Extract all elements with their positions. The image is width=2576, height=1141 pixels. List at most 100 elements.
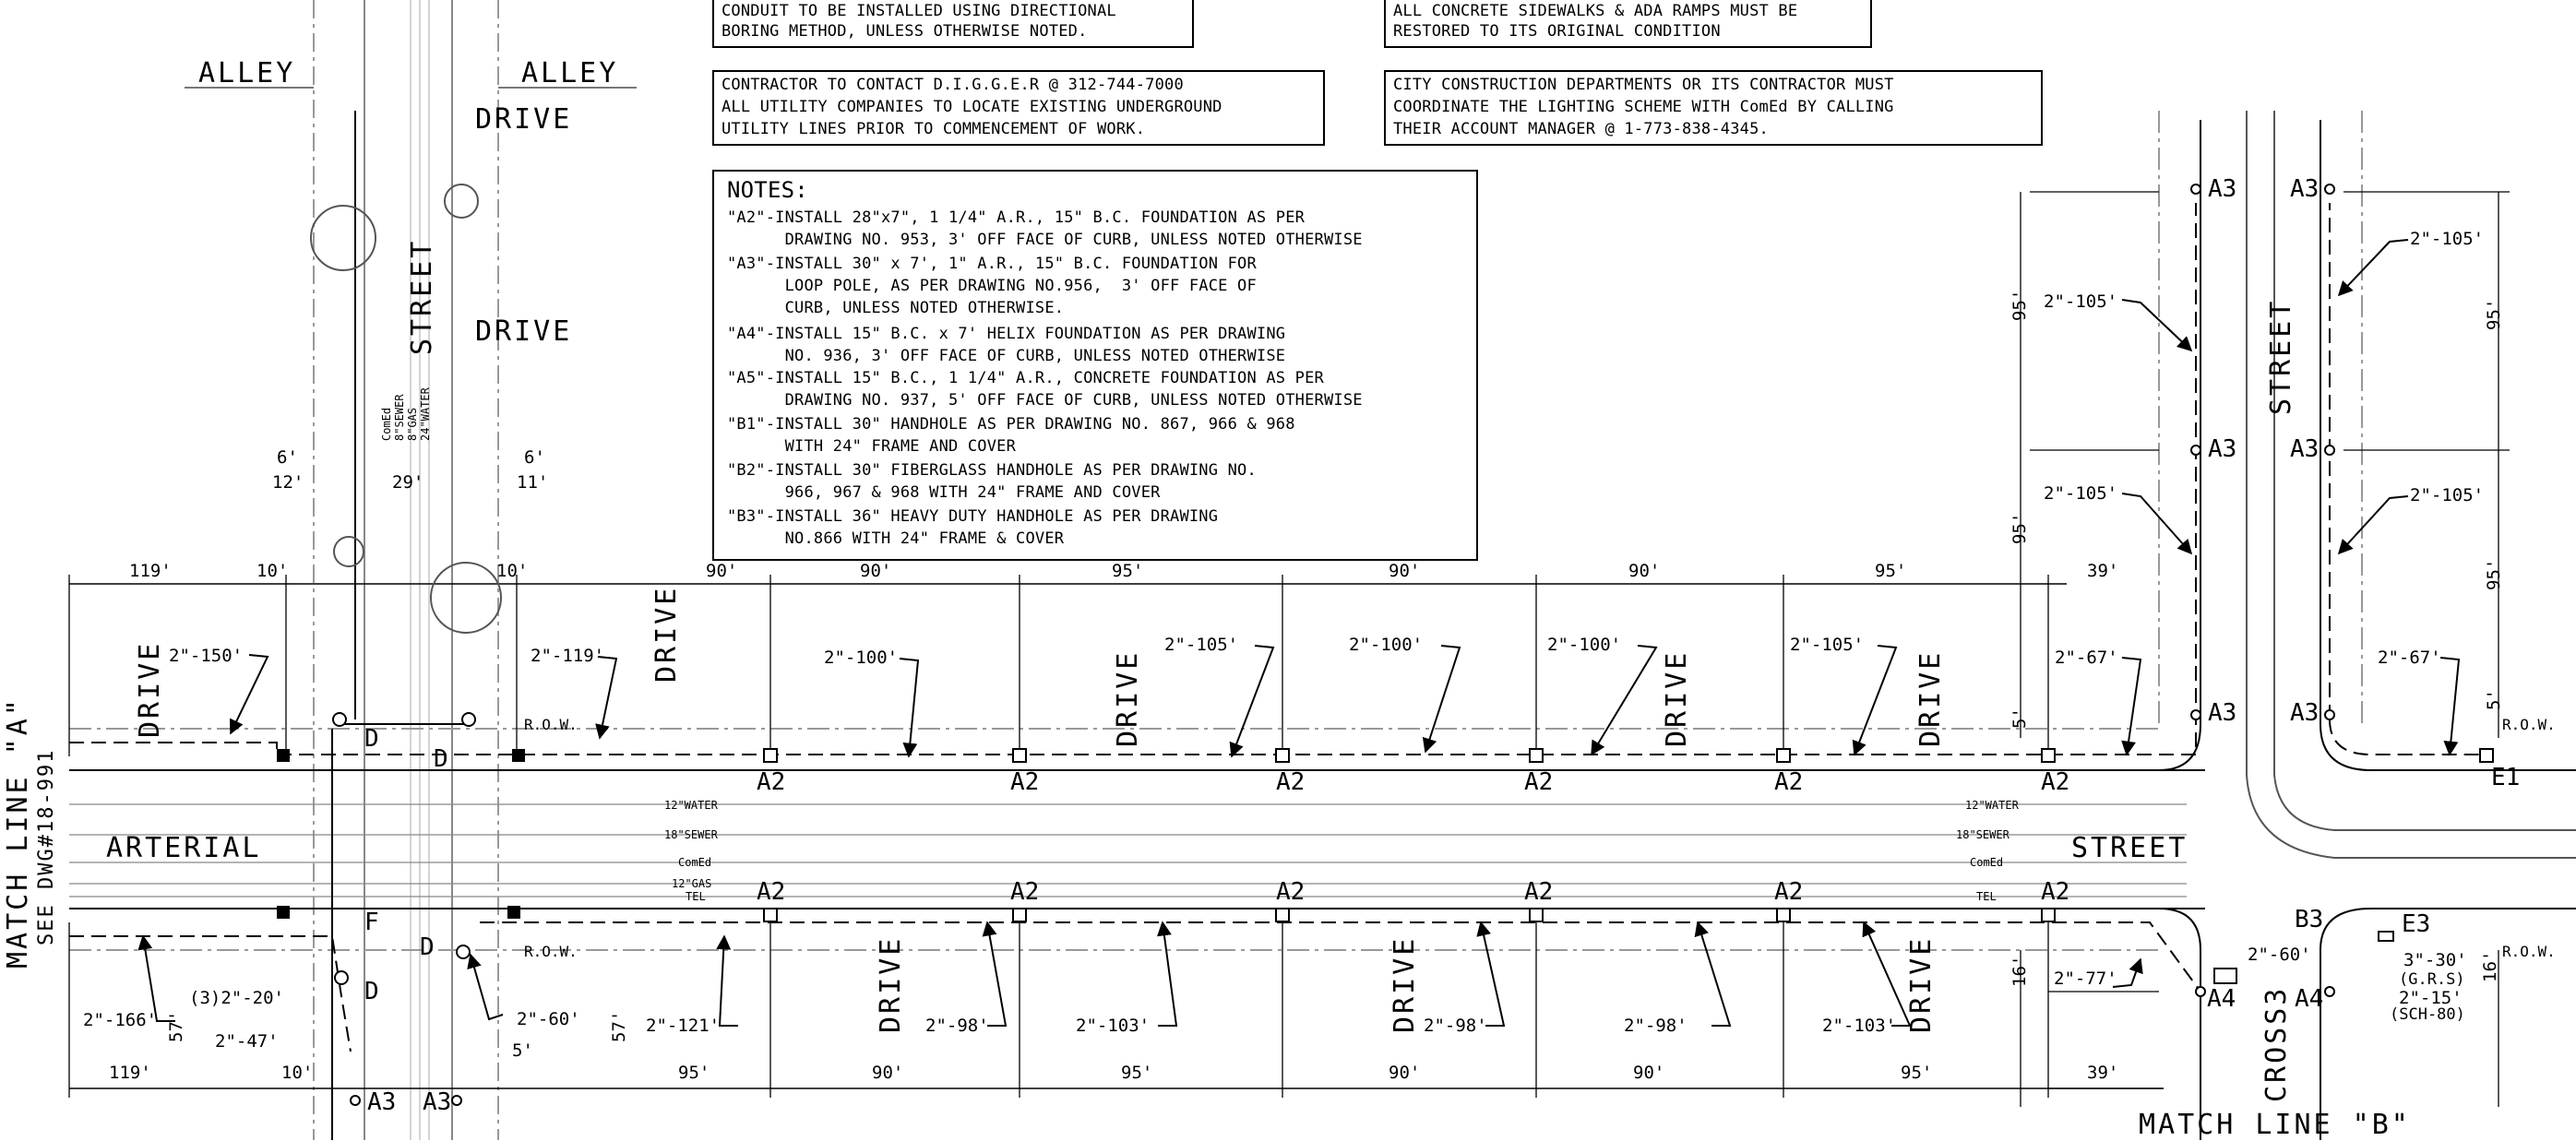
dimension-label: 95' bbox=[678, 1063, 710, 1083]
utility-label: TEL bbox=[1976, 890, 1997, 903]
note-line: CITY CONSTRUCTION DEPARTMENTS OR ITS CON… bbox=[1393, 76, 1894, 94]
fixture-tag-a2: A2 bbox=[1276, 878, 1306, 906]
dimension-label: 90' bbox=[1389, 561, 1421, 581]
conduit-label: 2"-15' bbox=[2399, 988, 2463, 1008]
conduit-label: 2"-77' bbox=[2054, 969, 2117, 989]
conduit-south bbox=[69, 935, 352, 1052]
dimension-label: 90' bbox=[860, 561, 892, 581]
note-line: "B2"-INSTALL 30" FIBERGLASS HANDHOLE AS … bbox=[727, 461, 1257, 480]
see-dwg-label: SEE DWG#18-991 bbox=[35, 748, 58, 945]
street-label-vertical: STREET bbox=[406, 238, 438, 355]
conduit-label: 2"-121' bbox=[646, 1016, 721, 1036]
fixture-tag-a3: A3 bbox=[2208, 699, 2237, 727]
fixture-tag-e3: E3 bbox=[2402, 910, 2431, 938]
drive-label: DRIVE bbox=[1914, 649, 1947, 747]
dimension-label: 95' bbox=[1121, 1063, 1153, 1083]
note-line: "A5"-INSTALL 15" B.C., 1 1/4" A.R., CONC… bbox=[727, 369, 1324, 387]
alley-label-right: ALLEY bbox=[521, 57, 619, 89]
conduit-label: 2"-98' bbox=[925, 1016, 989, 1036]
dimension-label: 6' bbox=[524, 447, 545, 468]
dimension-label: 119' bbox=[129, 561, 172, 581]
notes-panel: NOTES: "A2"-INSTALL 28"x7", 1 1/4" A.R.,… bbox=[712, 170, 1478, 561]
conduit-label: 2"-103' bbox=[1076, 1016, 1151, 1036]
dimension-label: 16' bbox=[2480, 950, 2500, 982]
drive-label: DRIVE bbox=[475, 103, 573, 136]
dimension-label: 95' bbox=[2010, 512, 2030, 544]
dimension-label: 5' bbox=[2010, 707, 2030, 729]
dimension-label: 90' bbox=[872, 1063, 904, 1083]
dimension-label: 39' bbox=[2087, 1063, 2119, 1083]
fixture-tag-a2: A2 bbox=[1774, 768, 1804, 796]
note-line: NO. 936, 3' OFF FACE OF CURB, UNLESS NOT… bbox=[727, 347, 1286, 365]
fixture-tag-e1: E1 bbox=[2491, 764, 2521, 791]
conduit-label: 2"-150' bbox=[169, 646, 244, 666]
conduit-label: 2"-105' bbox=[2044, 291, 2118, 312]
drive-label: DRIVE bbox=[475, 315, 573, 348]
dimension-label: 57' bbox=[166, 1010, 186, 1042]
utility-label: 24"WATER bbox=[419, 387, 432, 441]
fixture-tag-a2: A2 bbox=[1774, 878, 1804, 906]
conduit-label: 2"-98' bbox=[1624, 1016, 1688, 1036]
conduit-label: 2"-119' bbox=[531, 646, 605, 666]
dimension-label: 95' bbox=[1875, 561, 1907, 581]
conduit-label: 2"-166' bbox=[83, 1010, 158, 1030]
note-line: LOOP POLE, AS PER DRAWING NO.956, 3' OFF… bbox=[727, 277, 1257, 295]
dimension-label: 10' bbox=[281, 1063, 314, 1083]
fixture-tag-a3: A3 bbox=[2290, 175, 2320, 203]
utility-label: ComEd bbox=[380, 407, 393, 441]
fixture-markers bbox=[332, 184, 2494, 1106]
dimension-label: 119' bbox=[109, 1063, 151, 1083]
conduit-type-label: (G.R.S) bbox=[2399, 970, 2465, 989]
note-box-boring: CONDUIT TO BE INSTALLED USING DIRECTIONA… bbox=[712, 0, 1194, 48]
conduit-label: 2"-60' bbox=[517, 1009, 580, 1029]
drive-label: DRIVE bbox=[650, 585, 683, 683]
dimension-label: 95' bbox=[2484, 298, 2504, 330]
drive-label: DRIVE bbox=[1112, 649, 1144, 747]
note-line: 966, 967 & 968 WITH 24" FRAME AND COVER bbox=[727, 483, 1161, 502]
conduit-label: 2"-67' bbox=[2055, 648, 2118, 668]
conduit-label: 2"-105' bbox=[1164, 635, 1239, 655]
utility-label: 12"WATER bbox=[664, 799, 718, 812]
dimension-label: 11' bbox=[517, 472, 549, 493]
fixture-tag-a2: A2 bbox=[1524, 878, 1554, 906]
utility-label: 12"WATER bbox=[1965, 799, 2019, 812]
match-line-a: MATCH LINE "A" bbox=[2, 696, 34, 969]
note-line: WITH 24" FRAME AND COVER bbox=[727, 437, 1017, 456]
conduit-label: 2"-105' bbox=[1790, 635, 1865, 655]
conduit-label: 2"-103' bbox=[1822, 1016, 1897, 1036]
note-line: CONDUIT TO BE INSTALLED USING DIRECTIONA… bbox=[722, 2, 1116, 20]
dimension-label: 16' bbox=[2010, 955, 2030, 987]
drive-label: DRIVE bbox=[1661, 649, 1693, 747]
dimension-label: 90' bbox=[706, 561, 738, 581]
utility-label: 8"SEWER bbox=[393, 394, 406, 441]
dimension-label: 10' bbox=[496, 561, 529, 581]
conduit-label: (3)2"-20' bbox=[189, 988, 284, 1008]
dimension-label: 95' bbox=[2484, 558, 2504, 590]
row-label: R.O.W. bbox=[2502, 943, 2556, 960]
dimension-label: 90' bbox=[1633, 1063, 1665, 1083]
dimension-label: 5' bbox=[2484, 689, 2504, 710]
notes-title: NOTES: bbox=[727, 177, 808, 203]
fixture-tag-a2: A2 bbox=[757, 878, 786, 906]
utility-label: 18"SEWER bbox=[664, 828, 718, 841]
utility-label: 12"GAS bbox=[672, 877, 712, 890]
arterial-label: ARTERIAL bbox=[106, 832, 262, 864]
dimension-label: 90' bbox=[1628, 561, 1661, 581]
fixture-tag-a2: A2 bbox=[2041, 878, 2070, 906]
conduit-label: 2"-100' bbox=[824, 648, 899, 668]
fixture-tag-a3: A3 bbox=[2290, 435, 2320, 463]
fixture-tag-f: F bbox=[364, 909, 379, 936]
fixture-tag-a2: A2 bbox=[1524, 768, 1554, 796]
conduit-label: 3"-30' bbox=[2403, 950, 2467, 970]
street-label-cross: STREET bbox=[2265, 298, 2297, 415]
fixture-tag-a2: A2 bbox=[1276, 768, 1306, 796]
fixture-tag-a3: A3 bbox=[423, 1088, 452, 1116]
row-label: R.O.W. bbox=[2502, 716, 2556, 733]
row-label: R.O.W. bbox=[524, 943, 578, 960]
conduit-label: 2"-98' bbox=[1424, 1016, 1487, 1036]
fixture-tag-a3: A3 bbox=[2208, 175, 2237, 203]
utility-label: 8"GAS bbox=[406, 407, 419, 441]
note-line: UTILITY LINES PRIOR TO COMMENCEMENT OF W… bbox=[722, 120, 1146, 138]
dimension-label: 57' bbox=[609, 1010, 629, 1042]
